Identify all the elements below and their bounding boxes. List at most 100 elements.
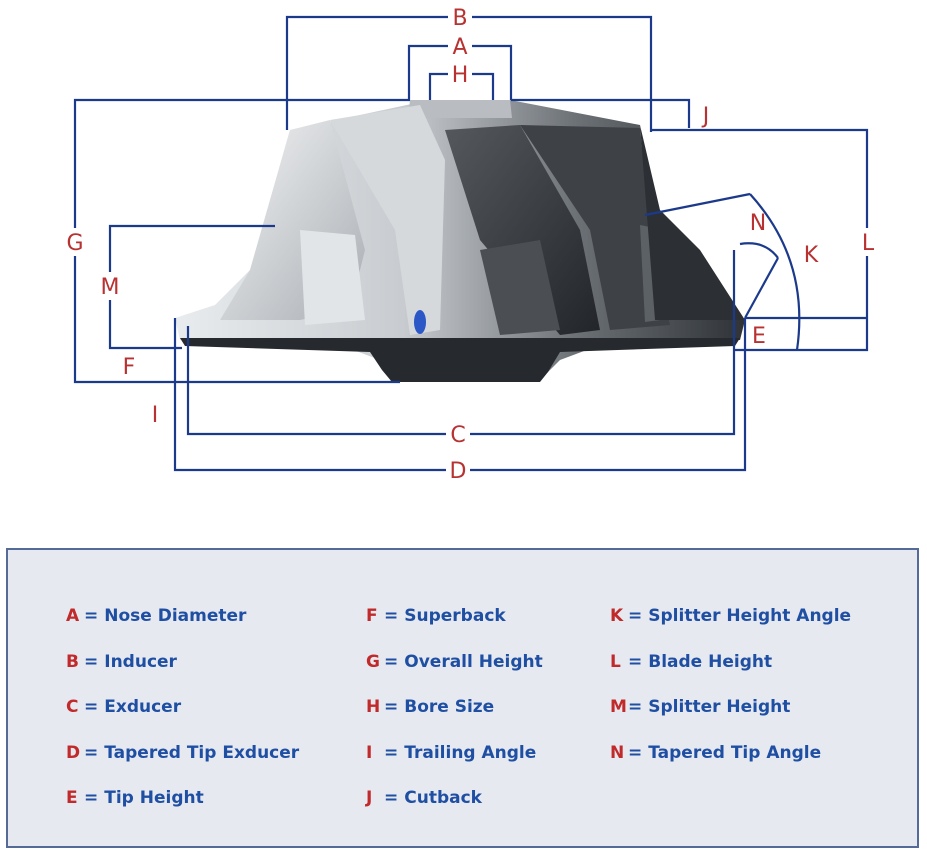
- backplate: [180, 338, 740, 382]
- legend-desc: Overall Height: [404, 651, 543, 672]
- legend-desc: Exducer: [104, 697, 182, 717]
- legend-key: L: [610, 651, 621, 672]
- legend-box: A=Nose Diameter B=Inducer C=Exducer D=Ta…: [6, 548, 919, 848]
- legend-eq: =: [84, 742, 99, 763]
- label-j: J: [701, 104, 710, 129]
- legend-eq: =: [628, 742, 643, 763]
- legend-desc: Blade Height: [648, 651, 773, 672]
- legend-desc: Superback: [404, 606, 506, 626]
- legend-eq: =: [84, 606, 99, 626]
- legend-item: I =Trailing Angle: [366, 743, 543, 789]
- legend-column-1: A=Nose Diameter B=Inducer C=Exducer D=Ta…: [66, 606, 299, 834]
- legend-item: K=Splitter Height Angle: [610, 606, 851, 652]
- legend-eq: =: [84, 651, 99, 672]
- dim-m: [108, 224, 275, 272]
- dim-d-right: [470, 318, 747, 472]
- legend-key: D: [66, 742, 81, 763]
- legend-item: A=Nose Diameter: [66, 606, 299, 652]
- legend-column-2: F=Superback G=Overall Height H=Bore Size…: [366, 606, 543, 834]
- dim-g-lower: [73, 256, 400, 384]
- legend-desc: Tapered Tip Exducer: [104, 742, 300, 763]
- legend-column-3: K=Splitter Height Angle L=Blade Height M…: [610, 606, 851, 788]
- legend-key: C: [66, 697, 79, 717]
- legend-eq: =: [384, 651, 399, 672]
- legend-eq: =: [628, 606, 643, 626]
- dim-k-arc: [749, 193, 801, 351]
- legend-item: N=Tapered Tip Angle: [610, 743, 851, 789]
- label-h: H: [452, 63, 469, 88]
- legend-key: A: [66, 606, 80, 626]
- legend-desc: Nose Diameter: [104, 606, 247, 626]
- legend-desc: Splitter Height: [648, 697, 791, 717]
- legend-desc: Splitter Height Angle: [648, 606, 852, 626]
- splitter-1: [300, 230, 365, 325]
- label-n: N: [750, 211, 766, 236]
- label-k: K: [804, 243, 819, 268]
- legend-item: M=Splitter Height: [610, 697, 851, 743]
- dim-c: [186, 326, 446, 436]
- legend-item: D=Tapered Tip Exducer: [66, 743, 299, 789]
- legend-eq: =: [384, 742, 399, 763]
- dimension-lines: [73, 15, 869, 472]
- legend-key: E: [66, 788, 78, 808]
- legend-item: J =Cutback: [366, 788, 543, 834]
- legend-eq: =: [628, 697, 643, 717]
- label-m: M: [101, 275, 120, 300]
- label-e: E: [752, 324, 766, 349]
- legend-item: L =Blade Height: [610, 652, 851, 698]
- legend-key: H: [366, 697, 381, 717]
- legend-key: N: [610, 742, 625, 763]
- legend-desc: Tapered Tip Angle: [648, 742, 822, 763]
- blade-5: [640, 125, 745, 320]
- label-b: B: [452, 6, 467, 31]
- legend-key: I: [366, 742, 373, 763]
- label-d: D: [450, 459, 467, 484]
- dim-m-lower: [108, 300, 182, 350]
- legend-desc: Cutback: [404, 788, 482, 808]
- dim-l-lower: [735, 256, 869, 352]
- impeller-diagram: B A H J G L N K M E F I C D: [66, 6, 874, 484]
- dim-b-right: [472, 15, 653, 132]
- legend-eq: =: [384, 697, 399, 717]
- nose: [408, 100, 512, 118]
- blade-3: [445, 125, 600, 335]
- legend-eq: =: [84, 697, 99, 717]
- legend-key: M: [610, 697, 627, 717]
- dimension-letters: B A H J G L N K M E F I C D: [66, 6, 874, 484]
- center-mark: [414, 310, 426, 334]
- label-f: F: [123, 355, 136, 380]
- dim-c-right: [470, 250, 736, 436]
- legend-desc: Tip Height: [104, 788, 204, 808]
- impeller-body: [175, 100, 745, 382]
- legend-item: F=Superback: [366, 606, 543, 652]
- label-c: C: [450, 423, 465, 448]
- legend-eq: =: [384, 788, 399, 808]
- legend-item: G=Overall Height: [366, 652, 543, 698]
- dim-h: [428, 72, 448, 100]
- dim-a-right: [472, 44, 513, 100]
- legend-eq: =: [628, 651, 643, 672]
- dim-d: [173, 318, 446, 472]
- dim-n-ray: [744, 257, 779, 319]
- legend-item: E =Tip Height: [66, 788, 299, 834]
- legend-key: B: [66, 651, 79, 672]
- legend-desc: Inducer: [104, 651, 177, 672]
- legend-eq: =: [84, 788, 99, 808]
- blade-4: [520, 125, 670, 330]
- dim-l: [651, 128, 869, 228]
- label-i: I: [152, 403, 159, 428]
- label-l: L: [862, 231, 875, 256]
- legend-desc: Bore Size: [404, 697, 495, 717]
- legend-key: J: [366, 788, 373, 808]
- dim-g: [73, 98, 410, 228]
- legend-item: B=Inducer: [66, 652, 299, 698]
- label-g: G: [66, 231, 83, 256]
- dim-b: [285, 15, 448, 130]
- blade-2: [330, 105, 445, 335]
- dim-h-right: [472, 72, 495, 100]
- dim-k-ray: [644, 192, 751, 217]
- legend-key: K: [610, 606, 624, 626]
- legend-desc: Trailing Angle: [404, 742, 537, 763]
- dim-j: [511, 98, 691, 128]
- legend-key: F: [366, 606, 378, 626]
